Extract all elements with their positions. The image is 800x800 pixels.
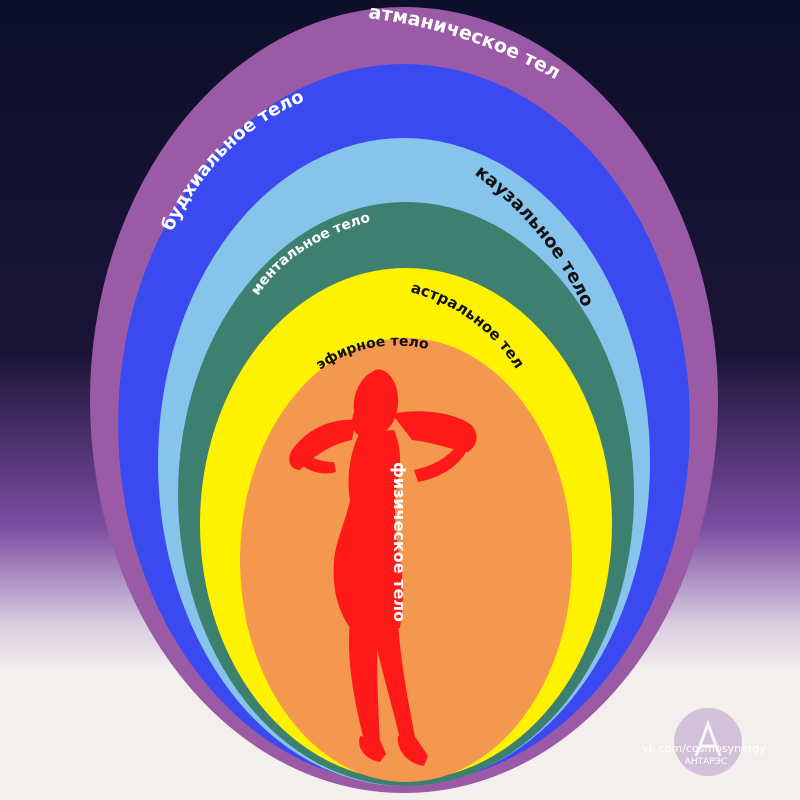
physical-body-label: физическое тело (390, 462, 409, 622)
watermark-url: vk.com/cosmosynergy (642, 742, 766, 755)
physical-body-silhouette (289, 369, 477, 766)
watermark-brand: АНТАРЭС (685, 757, 728, 767)
watermark: vk.com/cosmosynergy АНТАРЭС (642, 708, 766, 776)
watermark-logo-icon (674, 708, 742, 776)
